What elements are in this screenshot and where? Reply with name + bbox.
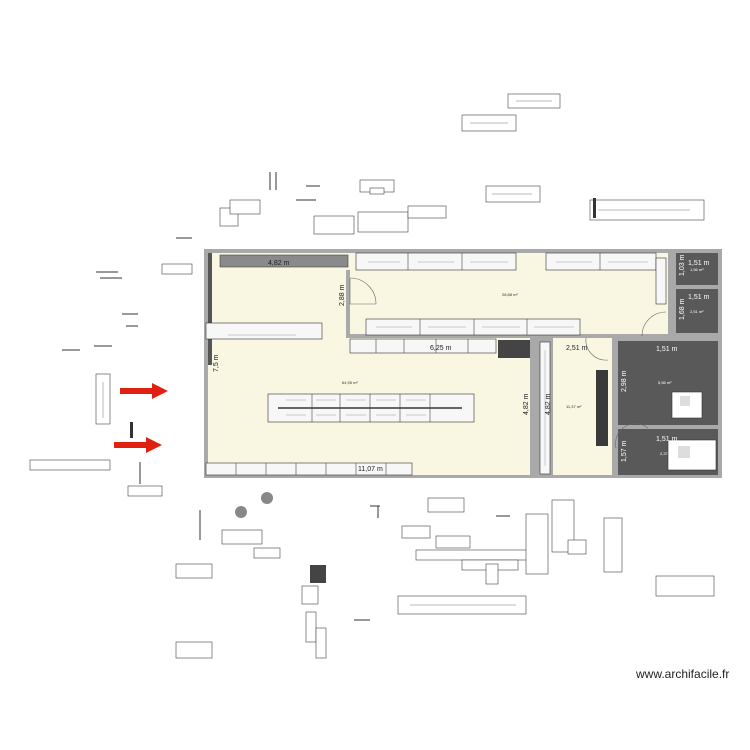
shelf-unit — [355, 252, 517, 271]
dim-room-r1: 1,51 m — [688, 260, 710, 267]
partition — [530, 338, 534, 475]
partition — [346, 334, 670, 338]
dark-room — [676, 253, 718, 285]
loose-item — [525, 513, 549, 575]
dark-block — [596, 370, 608, 446]
loose-items-top — [62, 93, 705, 425]
dim-top-wall: 4,82 m — [268, 260, 290, 267]
area-r2: 2,51 m² — [690, 309, 704, 314]
dim-room-r3: 1,51 m — [656, 346, 678, 353]
plant-icon — [261, 492, 273, 504]
loose-item — [175, 641, 213, 659]
loose-item — [435, 535, 471, 549]
loose-item — [130, 422, 133, 438]
partition — [668, 253, 672, 337]
dim-r3-height: 2,98 m — [621, 370, 628, 392]
loose-item — [603, 517, 623, 573]
dimensions: 4,82 m 7,5 m 2,88 m 6,25 m 11,07 m 2,51 … — [213, 254, 710, 473]
dim-room-r4: 1,51 m — [656, 436, 678, 443]
loose-item — [229, 199, 261, 215]
loose-item — [315, 627, 327, 659]
loose-item — [427, 497, 465, 513]
desk — [667, 439, 717, 471]
dim-corridor-height: 4,82 m — [523, 393, 530, 415]
loose-item — [369, 187, 385, 195]
loose-item — [567, 539, 587, 555]
loose-item — [551, 499, 575, 553]
partition — [612, 338, 616, 475]
loose-item — [310, 565, 326, 583]
partition — [549, 338, 553, 475]
loose-item — [301, 585, 319, 605]
red-arrow-icon — [120, 383, 168, 399]
loose-item — [175, 563, 213, 579]
counter — [205, 322, 323, 340]
dim-r1-height: 1,03 m — [679, 254, 686, 276]
loose-item — [253, 547, 281, 559]
dark-block — [498, 340, 530, 358]
watermark-text: www.archifacile.fr — [636, 667, 730, 681]
shelf-unit — [205, 462, 413, 476]
partition — [346, 270, 350, 336]
loose-item — [161, 263, 193, 275]
dim-r4-height: 1,57 m — [621, 440, 628, 462]
office-furniture — [667, 391, 717, 471]
loose-item — [313, 215, 355, 235]
dim-corridor-width: 2,51 m — [566, 345, 588, 352]
loose-item — [593, 198, 596, 218]
loose-item — [485, 563, 499, 585]
area-upper: 28,88 m² — [502, 292, 518, 297]
red-arrow-icon — [114, 437, 162, 453]
chair — [680, 396, 690, 406]
shelf-unit — [365, 318, 581, 336]
dim-partition: 2,88 m — [339, 284, 346, 306]
chair — [678, 446, 690, 458]
door-swing-icon — [349, 277, 667, 449]
plant-icon — [235, 506, 247, 518]
left-wall-strip — [208, 253, 212, 365]
areas: 64,95 m² 28,88 m² 11,37 m² 1,56 m² 2,51 … — [342, 267, 704, 456]
shelving — [205, 252, 667, 476]
loose-item — [655, 575, 715, 597]
loose-item — [29, 459, 111, 471]
area-r4: 2,37 m² — [660, 451, 674, 456]
shelf-unit — [655, 257, 667, 305]
dim-r2-height: 1,68 m — [679, 298, 686, 320]
loose-item — [357, 211, 409, 233]
loose-item — [127, 485, 163, 497]
shelf-unit — [349, 338, 497, 354]
dim-bottom-wall: 11,07 m — [358, 466, 383, 473]
loose-items-bottom — [29, 459, 715, 659]
area-main: 64,95 m² — [342, 380, 358, 385]
dim-left-wall: 7,5 m — [213, 354, 220, 372]
shelf-unit — [545, 252, 657, 271]
loose-item — [305, 611, 317, 643]
area-r3: 5,56 m² — [658, 380, 672, 385]
dark-room — [676, 289, 718, 333]
top-counter — [219, 254, 349, 268]
area-corridor: 11,37 m² — [566, 404, 582, 409]
loose-item — [401, 525, 431, 539]
dim-mid-wall: 6,25 m — [430, 345, 452, 352]
loose-item — [221, 529, 263, 545]
building — [204, 249, 722, 478]
dim-room-r2: 1,51 m — [688, 294, 710, 301]
area-r1: 1,56 m² — [690, 267, 704, 272]
loose-item — [415, 549, 533, 561]
loose-item — [407, 205, 447, 219]
dim-corridor-height-2: 4,82 m — [545, 393, 552, 415]
